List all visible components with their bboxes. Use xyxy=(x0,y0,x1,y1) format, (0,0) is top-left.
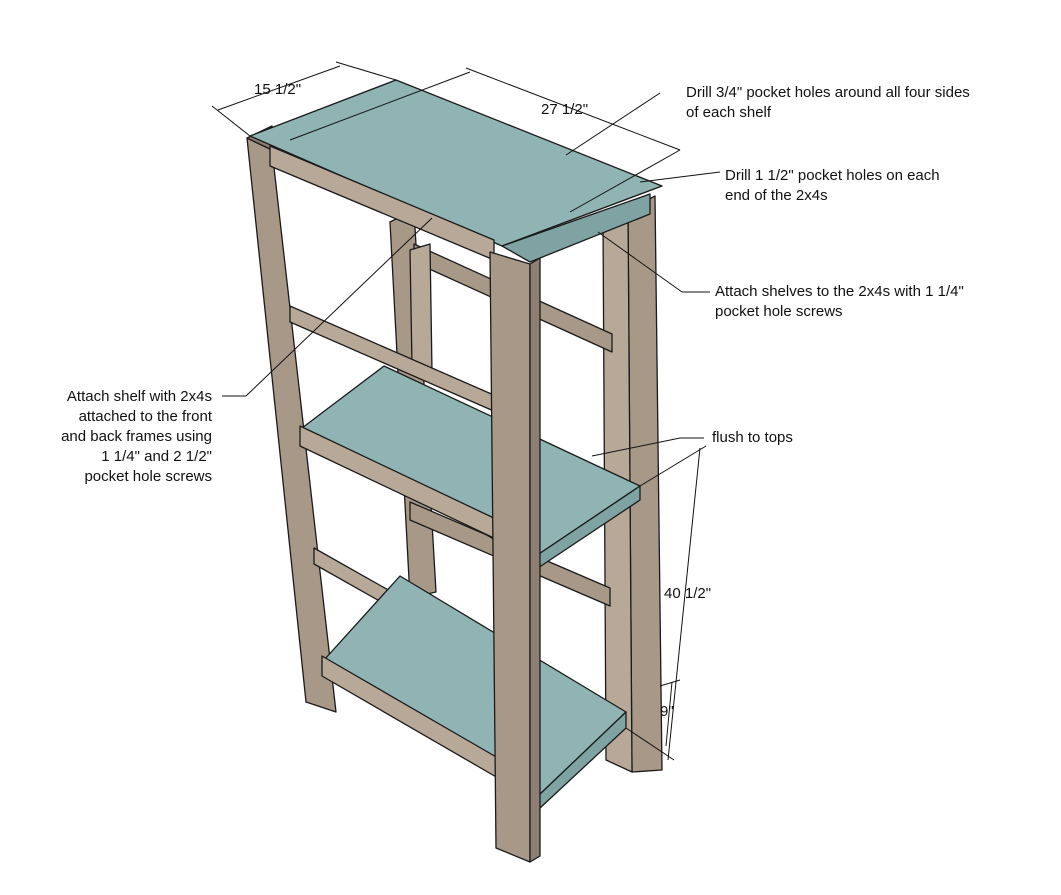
dim-height-label: 40 1/2" xyxy=(664,585,711,602)
leader-end-pocket-holes xyxy=(639,171,721,183)
leader-attach-shelf-frames-b xyxy=(245,217,433,397)
dim-width-line xyxy=(465,67,681,151)
dim-depth-label: 15 1/2" xyxy=(254,81,301,98)
leader-attach-shelves-b xyxy=(597,231,683,293)
callout-attach-shelf-frames-1: Attach shelf with 2x4s xyxy=(67,388,212,405)
callout-end-pocket-holes-1: Drill 1 1/2" pocket holes on each xyxy=(725,167,940,184)
top-shelf-right-edge xyxy=(501,193,651,263)
dim-gap-line xyxy=(665,681,673,747)
dim-gap-label: 9" xyxy=(660,703,674,720)
dim-depth-ext-left xyxy=(211,105,251,137)
callout-end-pocket-holes-2: end of the 2x4s xyxy=(725,187,828,204)
callout-attach-shelf-frames-3: and back frames using xyxy=(61,428,212,445)
front-right-leg-face xyxy=(489,251,531,863)
callout-flush: flush to tops xyxy=(712,429,793,446)
callout-top-pocket-holes-2: of each shelf xyxy=(686,104,772,121)
callout-attach-shelf-frames-2: attached to the front xyxy=(79,408,213,425)
callout-attach-shelves-2: pocket hole screws xyxy=(715,303,843,320)
dim-height-ext-bottom xyxy=(625,727,675,761)
dim-gap-ext-top xyxy=(659,679,681,687)
callout-attach-shelf-frames-4: 1 1/4" and 2 1/2" xyxy=(101,448,212,465)
callout-attach-shelves-1: Attach shelves to the 2x4s with 1 1/4" xyxy=(715,283,964,300)
dim-height-line xyxy=(667,447,701,761)
dim-width-label: 27 1/2" xyxy=(541,101,588,118)
front-right-leg-side xyxy=(529,257,541,863)
callout-attach-shelf-frames-5: pocket hole screws xyxy=(84,468,212,485)
dim-depth-ext-right xyxy=(335,61,397,81)
callout-top-pocket-holes-1: Drill 3/4" pocket holes around all four … xyxy=(686,84,970,101)
dim-width-ext-right xyxy=(569,149,681,213)
dim-height-ext-top xyxy=(639,445,707,487)
top-shelf-seam xyxy=(289,71,471,141)
back-inner-stile xyxy=(409,243,433,373)
dim-depth-line xyxy=(217,65,341,111)
leader-flush-b xyxy=(591,437,681,457)
